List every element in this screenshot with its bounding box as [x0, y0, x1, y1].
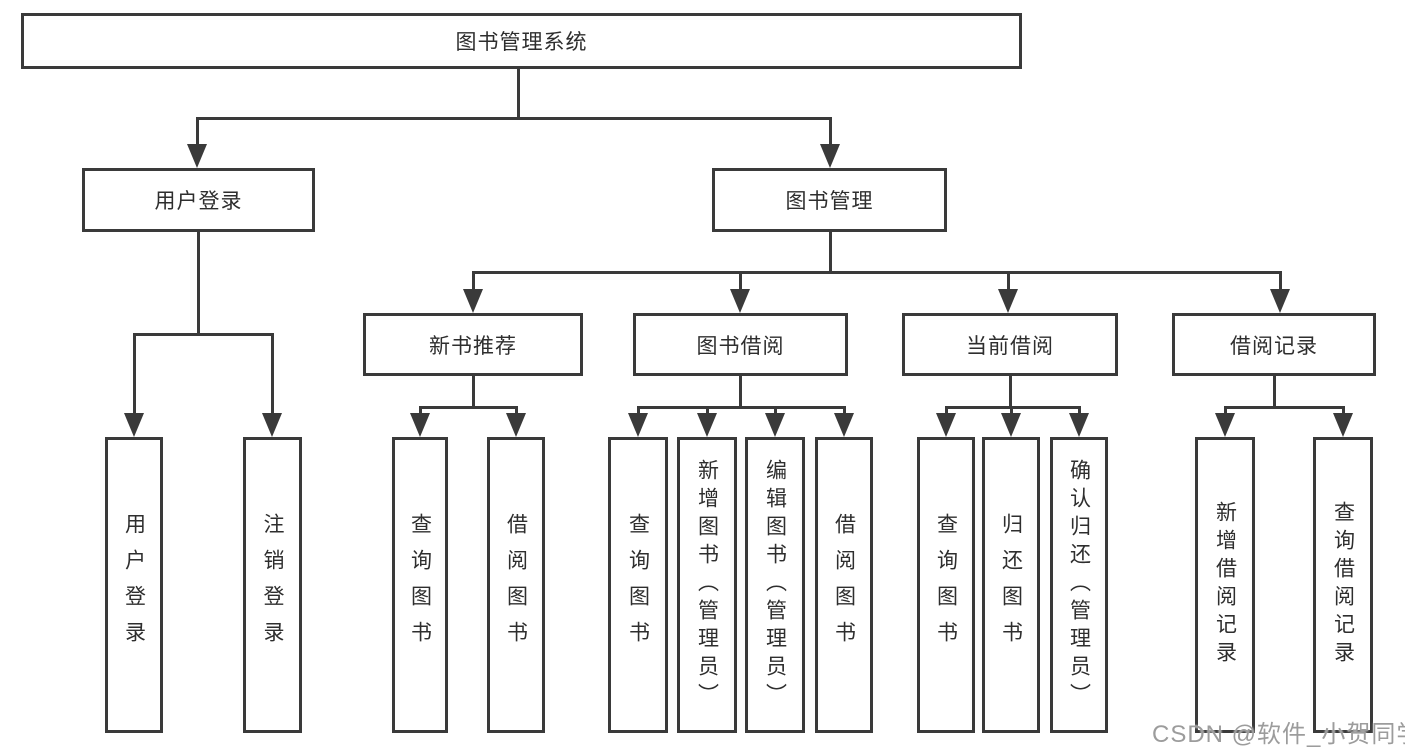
- node-label: 用户登录: [154, 190, 243, 213]
- arrowhead-down-icon: [936, 413, 956, 437]
- connector-line-v: [829, 232, 832, 273]
- arrowhead-down-icon: [730, 289, 750, 313]
- node-label: 图书借阅: [696, 334, 785, 358]
- connector-line-v: [1273, 376, 1276, 408]
- leaf-label: 借阅图书: [504, 513, 528, 657]
- node-book-management: 图书管理: [712, 168, 947, 232]
- leaf-label: 新增借阅记录: [1213, 501, 1237, 669]
- connector-line-v: [1342, 406, 1345, 416]
- arrowhead-down-icon: [998, 289, 1018, 313]
- connector-line-h: [419, 406, 518, 409]
- connector-line-v: [419, 406, 422, 416]
- arrowhead-down-icon: [628, 413, 648, 437]
- node-label: 借阅记录: [1230, 334, 1318, 358]
- connector-line-v: [133, 333, 136, 417]
- arrowhead-down-icon: [1270, 289, 1290, 313]
- leaf-label: 用户登录: [122, 513, 146, 657]
- leaf-label: 查询借阅记录: [1331, 501, 1355, 669]
- arrowhead-down-icon: [124, 413, 144, 437]
- arrowhead-down-icon: [262, 413, 282, 437]
- connector-line-v: [1078, 406, 1081, 416]
- connector-line-v: [774, 406, 777, 416]
- connector-line-v: [197, 232, 200, 335]
- connector-line-v: [739, 376, 742, 408]
- node-new-book-recommend: 新书推荐: [363, 313, 583, 376]
- leaf-query-borrow-record: 查询借阅记录: [1313, 437, 1373, 733]
- node-label: 当前借阅: [966, 334, 1054, 358]
- leaf-query-book-current: 查询图书: [917, 437, 975, 733]
- leaf-borrow-book: 借阅图书: [815, 437, 873, 733]
- leaf-label: 归还图书: [999, 513, 1023, 657]
- arrowhead-down-icon: [1333, 413, 1353, 437]
- arrowhead-down-icon: [410, 413, 430, 437]
- node-label: 图书管理: [785, 190, 874, 213]
- connector-line-v: [843, 406, 846, 416]
- connector-line-v: [1224, 406, 1227, 416]
- node-label: 新书推荐: [429, 334, 517, 358]
- leaf-label: 注销登录: [261, 513, 284, 657]
- node-root-library-system: 图书管理系统: [21, 13, 1022, 69]
- connector-line-v: [637, 406, 640, 416]
- leaf-label: 编辑图书（管理员）: [763, 459, 787, 711]
- leaf-label: 查询图书: [934, 513, 958, 657]
- arrowhead-down-icon: [697, 413, 717, 437]
- connector-line-v: [271, 333, 274, 417]
- node-label: 图书管理系统: [455, 31, 588, 54]
- leaf-label: 查询图书: [626, 513, 650, 657]
- connector-line-v: [1279, 271, 1282, 293]
- leaf-label: 确认归还（管理员）: [1067, 459, 1091, 711]
- leaf-query-book-borrow: 查询图书: [608, 437, 668, 733]
- leaf-borrow-book-recommend: 借阅图书: [487, 437, 545, 733]
- connector-line-v: [515, 406, 518, 416]
- leaf-label: 查询图书: [408, 513, 432, 657]
- arrowhead-down-icon: [765, 413, 785, 437]
- node-user-login: 用户登录: [82, 168, 315, 232]
- leaf-logout: 注销登录: [243, 437, 302, 733]
- node-book-borrow: 图书借阅: [633, 313, 848, 376]
- leaf-add-book-admin: 新增图书（管理员）: [677, 437, 737, 733]
- arrowhead-down-icon: [1215, 413, 1235, 437]
- connector-line-h: [1224, 406, 1345, 409]
- connector-line-v: [739, 271, 742, 293]
- leaf-query-book-recommend: 查询图书: [392, 437, 448, 733]
- connector-line-h: [945, 406, 1081, 409]
- connector-line-v: [1009, 376, 1012, 408]
- arrowhead-down-icon: [506, 413, 526, 437]
- arrowhead-down-icon: [820, 144, 840, 168]
- arrowhead-down-icon: [1001, 413, 1021, 437]
- leaf-edit-book-admin: 编辑图书（管理员）: [745, 437, 805, 733]
- leaf-label: 借阅图书: [832, 513, 856, 657]
- connector-line-h: [472, 271, 1281, 274]
- connector-line-v: [472, 376, 475, 408]
- connector-line-v: [472, 271, 475, 293]
- arrowhead-down-icon: [834, 413, 854, 437]
- node-current-borrow: 当前借阅: [902, 313, 1118, 376]
- arrowhead-down-icon: [1069, 413, 1089, 437]
- connector-line-h: [133, 333, 274, 336]
- connector-line-v: [945, 406, 948, 416]
- connector-line-h: [637, 406, 846, 409]
- connector-line-v: [1010, 406, 1013, 416]
- leaf-confirm-return-admin: 确认归还（管理员）: [1050, 437, 1108, 733]
- watermark-text: CSDN @软件_小贺同学: [1152, 721, 1405, 747]
- connector-line-v: [196, 117, 199, 147]
- connector-line-v: [706, 406, 709, 416]
- leaf-add-borrow-record: 新增借阅记录: [1195, 437, 1255, 733]
- connector-line-v: [517, 69, 520, 119]
- connector-line-h: [196, 117, 831, 120]
- node-borrow-records: 借阅记录: [1172, 313, 1376, 376]
- connector-line-v: [829, 117, 832, 147]
- leaf-label: 新增图书（管理员）: [695, 459, 719, 711]
- leaf-user-login: 用户登录: [105, 437, 163, 733]
- leaf-return-book: 归还图书: [982, 437, 1040, 733]
- connector-line-v: [1007, 271, 1010, 293]
- arrowhead-down-icon: [187, 144, 207, 168]
- arrowhead-down-icon: [463, 289, 483, 313]
